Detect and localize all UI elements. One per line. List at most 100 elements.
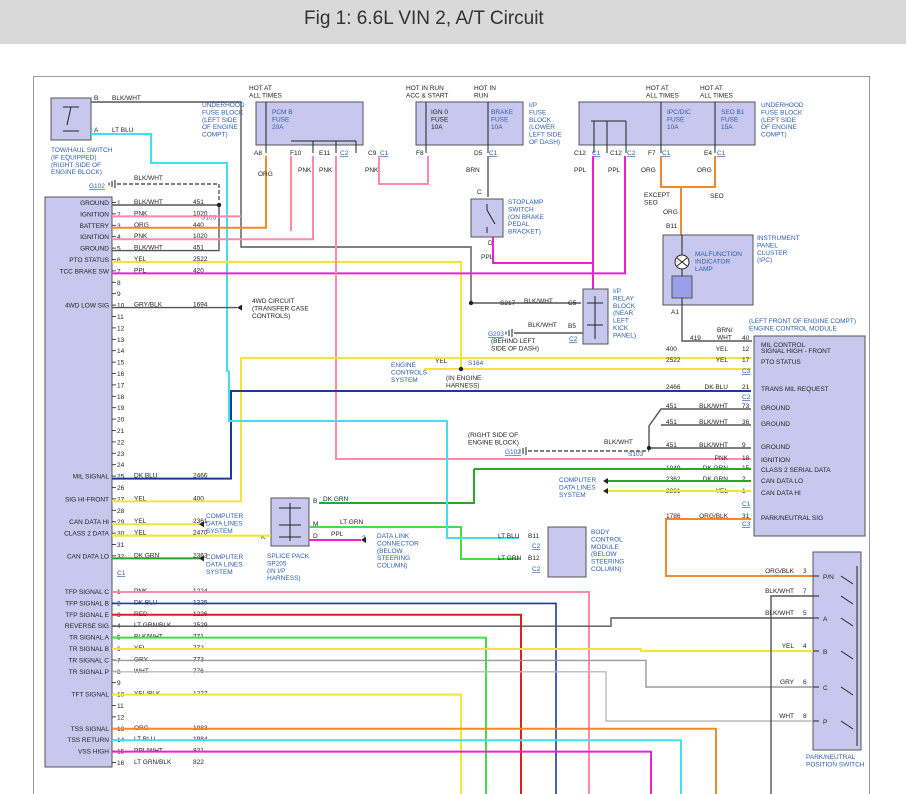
underhood-hot-label: ALL TIMES [249,92,283,99]
ecm-pin-40: 40 [742,335,750,342]
stoplamp-label: PEDAL [508,221,530,228]
title-bar: Fig 1: 6.6L VIN 2, A/T Circuit [0,0,906,44]
c2-label: C2 [340,150,349,157]
ecm-wire-brn-wht: WHT [717,334,732,341]
c2-label: C2 [532,543,541,550]
ecm-wire-circuit: 1020 [193,210,208,217]
ecm-pin-label: CAN DATA LO [67,553,109,560]
s217-dot [468,300,474,306]
ecm-pin-label: CAN DATA HI [69,519,109,526]
ecm-wire-color: YEL [134,518,147,525]
ecm-pin-number: 23 [117,451,125,458]
ecm-wire-circuit: 1694 [193,302,208,309]
tow-haul-label: TOW/HAUL SWITCH [51,147,113,154]
ecm-pin-number: 32 [117,553,125,560]
wire-pnk-ign2 [112,156,314,241]
computer-data-lines-right: SYSTEM [559,492,586,499]
pn-wire-color: BLK/WHT [765,610,794,617]
stoplamp-label: SWITCH [508,206,534,213]
relay-wire-blk-wht: BLK/WHT [524,298,553,305]
fuse-pin: F7 [648,150,656,157]
4wd-circuit-label: (TRANSFER CASE [252,305,309,312]
s217-label: S217 [500,300,516,307]
splice-pack-label: SP205 [267,560,287,567]
arrow-can-lo-left [199,555,204,562]
pn-wire-color: YEL [782,643,795,650]
seo-b1-fuse-label: 15A [721,124,733,131]
ip-fuse-title: I/P [529,102,537,109]
ecm-right-pin: 73 [742,403,750,410]
ecm-pin-number: 3 [117,223,121,230]
tcm-pin-label: VSS HIGH [78,749,109,756]
tcm-pin-label: TR SIGNAL C [68,657,109,664]
ecm-wire-circuit: 440 [193,222,204,229]
ecm-pin-number: 13 [117,337,125,344]
ipc-label: INSTRUMENT [757,235,800,242]
tow-haul-wire-a: LT BLU [112,127,134,134]
engine-controls-label: CONTROLS [391,369,428,376]
tow-haul-label: (IF EQUIPPED) [51,154,97,161]
c1-label: C1 [662,150,671,157]
underhood-fuse-block-1 [255,101,364,146]
stoplamp-pin-d: D [488,240,493,247]
ecm-pin-label: TCC BRAKE SW [60,268,110,275]
ecm-pin-number: 20 [117,417,125,424]
pn-wire-color: BLK/WHT [765,588,794,595]
ecm-pin-number: 29 [117,519,125,526]
splice-wire-ppl: PPL [331,531,344,538]
c1-label: C1 [489,150,498,157]
wire-ltblu-1984 [112,739,682,794]
pn-switch-contact [813,720,854,730]
ecm-right-circuit: 451 [666,403,677,410]
except-seo-label: EXCEPT [644,192,670,199]
pn-pin: 3 [803,568,807,575]
wire-wht-776 [112,671,813,722]
ecm-right-pin-label: GROUND [761,444,790,451]
pn-pin: 5 [803,610,807,617]
ecm-right-wire-color: BLK/WHT [699,442,728,449]
mil-lamp-label: LAMP [695,266,713,273]
g203-ground-icon [505,329,513,337]
underhood-fuse-block-2 [578,101,756,146]
wire-color: ORG [258,171,273,178]
pn-wire-color: ORG/BLK [765,568,795,575]
ecm-wire-color: GRY/BLK [134,302,163,309]
computer-data-lines-left-1: COMPUTER [206,513,244,520]
ipc-dic-fuse-label: IPC/DIC [667,109,691,116]
ipc-dic-fuse-label: FUSE [667,116,685,123]
tcm-pin-number: 16 [117,760,125,767]
ecm-pin-label: CLASS 2 DATA [64,531,110,538]
ecm-mil-control-label: MIL CONTROL [761,342,806,349]
fuse-pin: D5 [474,150,483,157]
bcm-wire-ltgrn: LT GRN [498,555,522,562]
bcm-label: COLUMN) [591,566,621,573]
dlc-pin: 2 [362,535,366,542]
g102-mid-ground-icon [519,447,527,455]
ecm-wire-circuit: 2470 [193,530,208,537]
ecm-pin-number: 22 [117,439,125,446]
s103-right-label: S103 [628,451,644,458]
bcm-label: STEERING [591,559,624,566]
relay-block-label: I/P [613,288,621,295]
pn-switch-contact [813,650,854,660]
ecm-right-circuit: 2362 [666,476,681,483]
ecm-right-circuit: 400 [666,346,677,353]
ipc-pin-b11: B11 [666,223,677,230]
ip-fuse-title: OF DASH) [529,139,560,146]
fuse-internal [265,102,357,153]
relay-block-label: (NEAR [613,310,634,317]
ip-hot-label: ACC & START [406,92,448,99]
ecm-right-circuit: 2522 [666,357,681,364]
seo-b1-fuse-label: SEO B1 [721,109,745,116]
pn-pin: 7 [803,588,807,595]
c3-label: C3 [742,368,751,375]
pcm-b-fuse-label: 20A [272,124,284,131]
computer-data-lines-left-2: DATA LINES [206,561,243,568]
underhood2-title: (LEFT SIDE [761,117,797,124]
ecm-pin-label: PTO STATUS [69,257,109,264]
tcm-pin-label: TFP SIGNAL E [65,612,109,619]
c2-label: C2 [532,566,541,573]
4wd-circuit-label: 4WD CIRCUIT [252,298,295,305]
tow-haul-wire-b: BLK/WHT [112,95,141,102]
wire-org-battery [112,156,267,229]
